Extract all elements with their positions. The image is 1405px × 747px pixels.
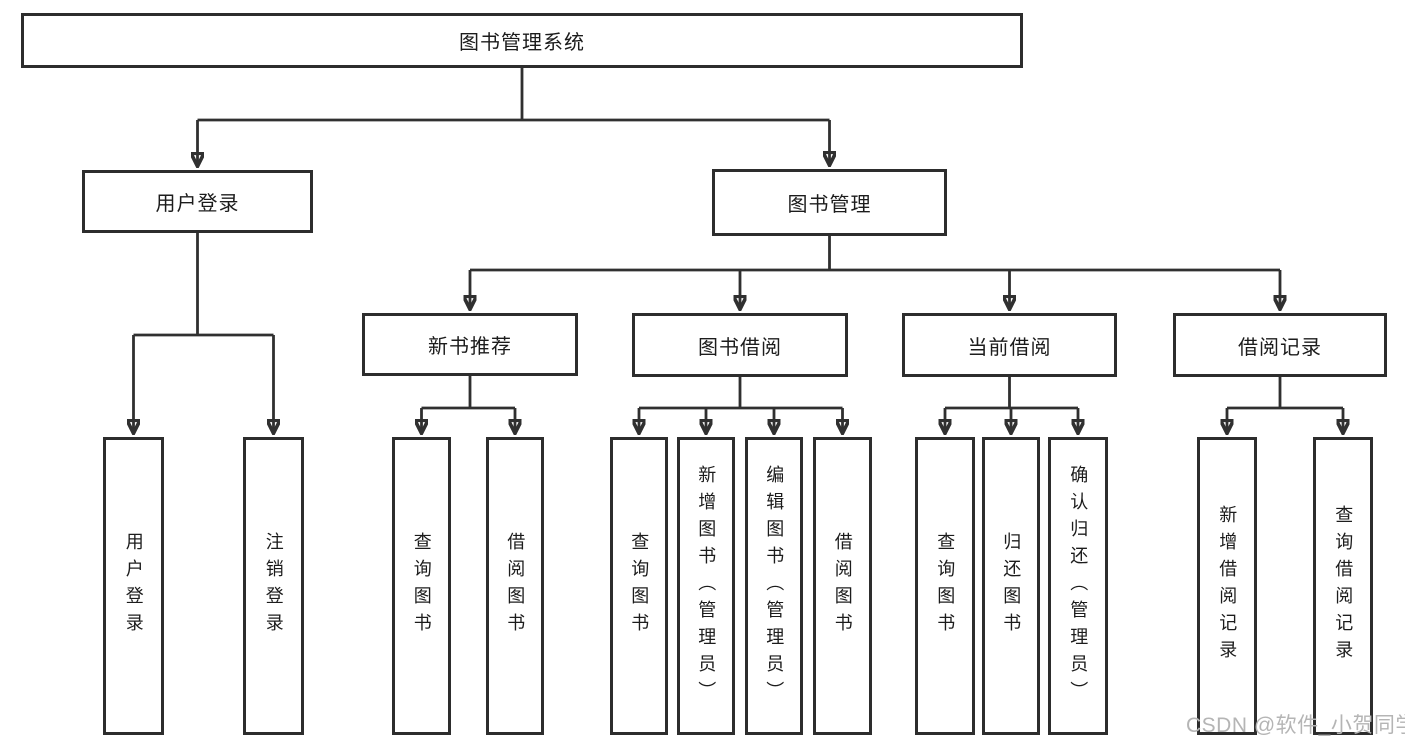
leaf-query-borrow-record: 查询借阅记录 xyxy=(1313,437,1373,735)
leaf-query-books-borrow-label: 查询图书 xyxy=(629,532,650,640)
leaf-return-books: 归还图书 xyxy=(982,437,1040,735)
leaf-query-books-current: 查询图书 xyxy=(915,437,975,735)
leaf-add-borrow-record-label: 新增借阅记录 xyxy=(1217,505,1238,667)
leaf-edit-books-admin: 编辑图书（管理员） xyxy=(745,437,803,735)
leaf-query-books-current-label: 查询图书 xyxy=(935,532,956,640)
leaf-add-books-admin: 新增图书（管理员） xyxy=(677,437,735,735)
leaf-borrow-books-recommend: 借阅图书 xyxy=(486,437,544,735)
node-current-borrowing-label: 当前借阅 xyxy=(967,336,1052,359)
leaf-return-books-label: 归还图书 xyxy=(1001,532,1022,640)
leaf-add-books-admin-label: 新增图书（管理员） xyxy=(696,464,717,708)
node-root-system: 图书管理系统 xyxy=(21,13,1023,68)
leaf-borrow-books-label: 借阅图书 xyxy=(832,532,853,640)
node-book-borrowing-label: 图书借阅 xyxy=(698,336,782,359)
node-user-login-label: 用户登录 xyxy=(155,193,240,215)
leaf-add-borrow-record: 新增借阅记录 xyxy=(1197,437,1257,735)
node-user-login: 用户登录 xyxy=(82,170,313,233)
leaf-query-books-borrow: 查询图书 xyxy=(610,437,668,735)
node-root-system-label: 图书管理系统 xyxy=(459,32,585,54)
leaf-query-borrow-record-label: 查询借阅记录 xyxy=(1333,505,1354,667)
leaf-borrow-books: 借阅图书 xyxy=(813,437,872,735)
leaf-query-books-recommend: 查询图书 xyxy=(392,437,451,735)
tree-edge-lines xyxy=(133,68,1343,410)
leaf-user-login-label: 用户登录 xyxy=(123,532,144,640)
node-book-management-label: 图书管理 xyxy=(787,194,872,216)
node-new-book-recommend: 新书推荐 xyxy=(362,313,578,376)
node-borrow-records-label: 借阅记录 xyxy=(1238,336,1322,359)
leaf-borrow-books-recommend-label: 借阅图书 xyxy=(505,532,526,640)
node-book-management: 图书管理 xyxy=(712,169,947,236)
leaf-edit-books-admin-label: 编辑图书（管理员） xyxy=(764,464,785,708)
node-borrow-records: 借阅记录 xyxy=(1173,313,1387,377)
leaf-confirm-return-admin-label: 确认归还（管理员） xyxy=(1068,464,1089,708)
tree-edge-arrows xyxy=(134,120,1344,432)
leaf-confirm-return-admin: 确认归还（管理员） xyxy=(1048,437,1108,735)
leaf-logout-login: 注销登录 xyxy=(243,437,304,735)
node-book-borrowing: 图书借阅 xyxy=(632,313,848,377)
leaf-logout-login-label: 注销登录 xyxy=(263,532,284,640)
node-current-borrowing: 当前借阅 xyxy=(902,313,1117,377)
leaf-query-books-recommend-label: 查询图书 xyxy=(411,532,432,640)
leaf-user-login: 用户登录 xyxy=(103,437,164,735)
node-new-book-recommend-label: 新书推荐 xyxy=(428,336,512,358)
